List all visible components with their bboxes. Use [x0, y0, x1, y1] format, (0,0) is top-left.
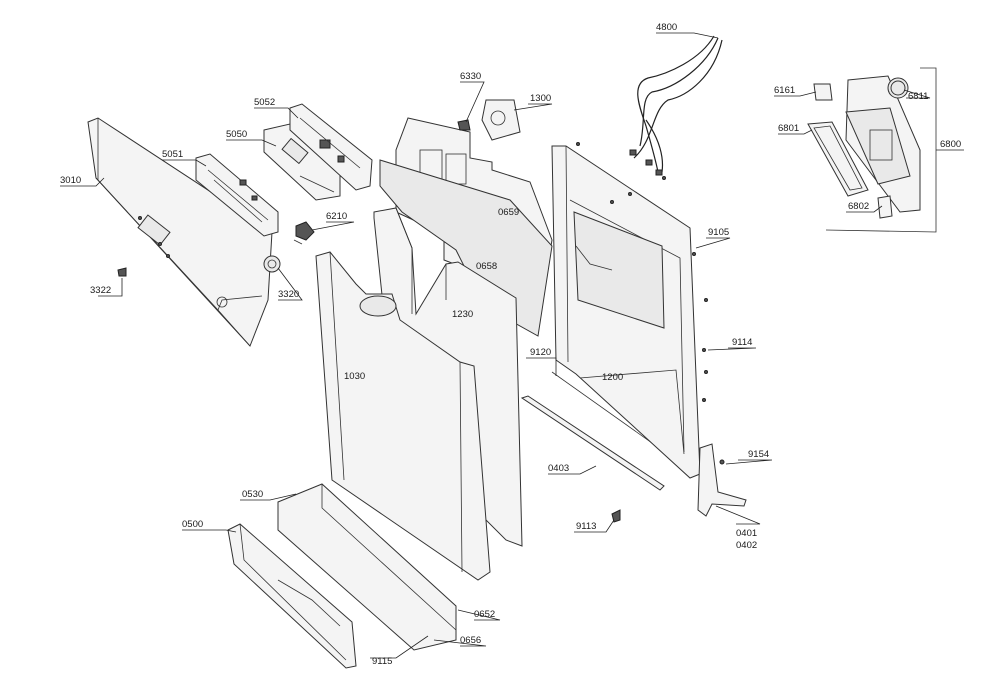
label-0401: 0401: [736, 528, 757, 539]
label-5051: 5051: [162, 149, 183, 160]
gasket-6811: [890, 80, 906, 96]
label-0530: 0530: [242, 489, 263, 500]
lower-cover-0500: [227, 523, 357, 669]
label-9154: 9154: [748, 449, 769, 460]
label-0656: 0656: [460, 635, 481, 646]
label-5050: 5050: [226, 129, 247, 140]
label-0658: 0658: [476, 261, 497, 272]
switch-6210: [293, 221, 315, 245]
hinge-0401-0402: [697, 443, 747, 517]
harness-4800: [629, 35, 723, 176]
label-1230: 1230: [452, 309, 473, 320]
label-5052: 5052: [254, 97, 275, 108]
label-3320: 3320: [278, 289, 299, 300]
label-0403: 0403: [548, 463, 569, 474]
frame-1200: [551, 142, 708, 479]
label-9105: 9105: [708, 227, 729, 238]
board-5052: [289, 103, 373, 191]
label-9113: 9113: [576, 521, 596, 532]
spring-6161: [813, 83, 833, 101]
label-9120: 9120: [530, 347, 551, 358]
label-3322: 3322: [90, 285, 111, 296]
module-5051: [195, 153, 279, 237]
label-6161: 6161: [774, 85, 795, 96]
clip-9113: [611, 509, 621, 523]
label-3010: 3010: [60, 175, 81, 186]
label-6330: 6330: [460, 71, 481, 82]
lid-6801: [807, 121, 869, 197]
label-6210: 6210: [326, 211, 347, 222]
label-1200: 1200: [602, 372, 623, 383]
label-6801: 6801: [778, 123, 799, 134]
control-panel-3010: [87, 117, 273, 347]
lower-panel-0530: [277, 483, 457, 651]
lock-1300: [481, 99, 521, 141]
label-9115: 9115: [372, 656, 392, 667]
label-1030: 1030: [344, 371, 365, 382]
knob-3320: [263, 255, 281, 273]
label-1300: 1300: [530, 93, 551, 104]
clip-6330: [457, 119, 471, 131]
label-0652: 0652: [474, 609, 495, 620]
strip-0403: [520, 395, 665, 491]
label-9114: 9114: [732, 337, 752, 348]
label-6802: 6802: [848, 201, 869, 212]
label-4800: 4800: [656, 22, 677, 33]
label-0402: 0402: [736, 540, 757, 551]
part-labels: 4800 6330 1300 5052 5050 5051 3010 6210 …: [60, 22, 961, 667]
actuator-6802: [877, 195, 893, 219]
label-6800: 6800: [940, 139, 961, 150]
label-6811: 6811: [908, 91, 928, 102]
label-0500: 0500: [182, 519, 203, 530]
inner-door-1030: [315, 251, 491, 581]
label-0659: 0659: [498, 207, 519, 218]
clip-3322: [117, 267, 127, 277]
leader-lines: [60, 32, 964, 659]
